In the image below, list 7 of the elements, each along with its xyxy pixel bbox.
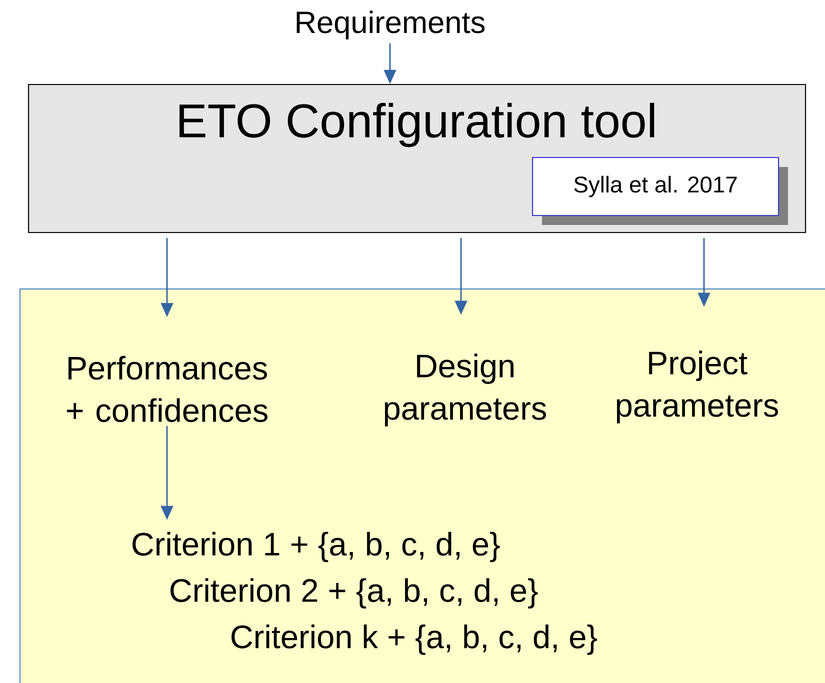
criteria-list: Criterion 1 + {a, b, c, d, e} Criterion 2 + {a, b, c, d, e} Criterion k + {a, b, c, d, e} <box>132 532 597 655</box>
reference-box: Sylla et al. 2017 <box>532 157 788 225</box>
text-label: Design parameters <box>384 354 546 426</box>
text-label: Performances + confidences <box>66 356 268 422</box>
text-label: Requirements <box>296 10 485 40</box>
text-label: Project parameters <box>616 350 778 424</box>
panel-background <box>19 288 825 683</box>
